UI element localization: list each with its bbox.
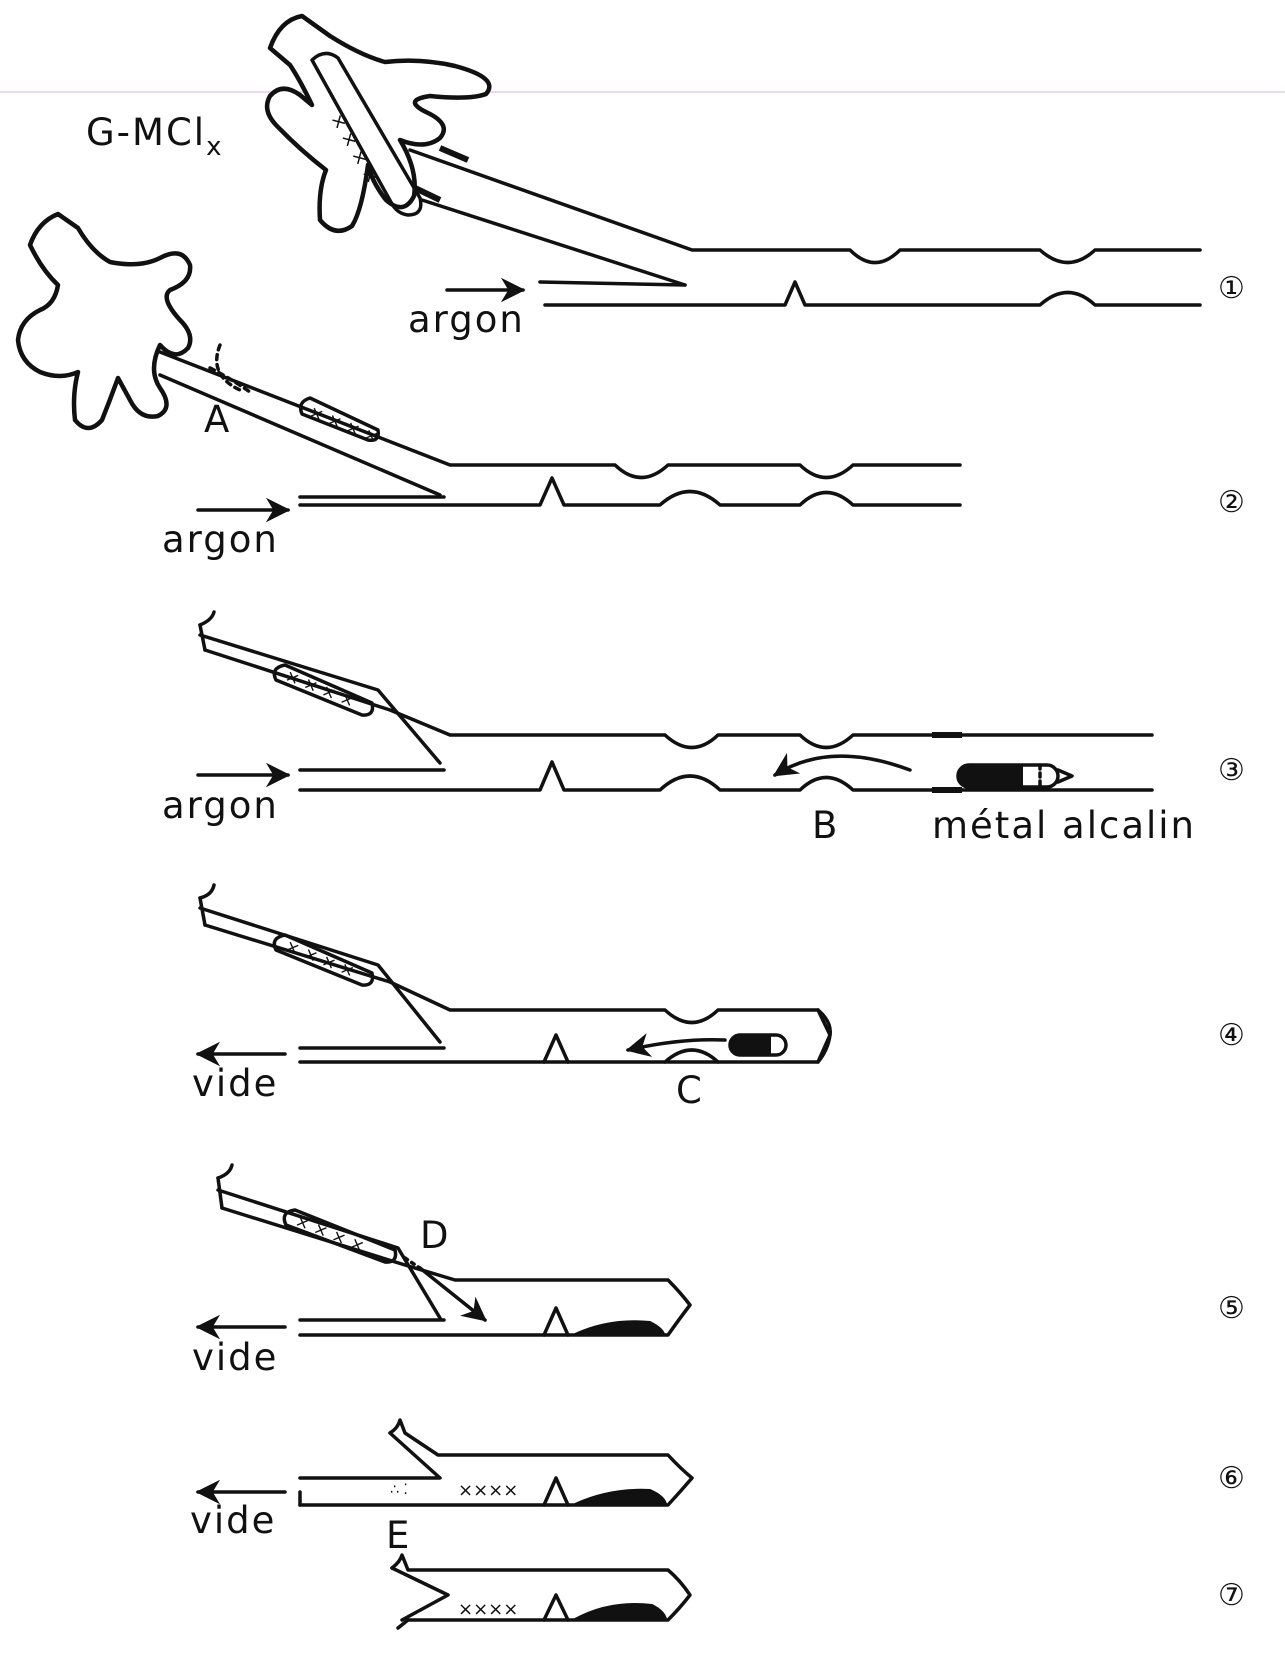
metal-label: métal alcalin [932, 804, 1196, 847]
svg-text:× × × ×: × × × × [292, 1211, 367, 1257]
label-E: E [386, 1514, 411, 1557]
step-number-7: ⑦ [1218, 1578, 1245, 1613]
label-D: D [420, 1214, 451, 1257]
vide-label-5: vide [192, 1336, 278, 1379]
transfer-arrow-C [628, 1040, 725, 1050]
step-3-setup: × × × × B métal alcalin argon ③ [162, 612, 1245, 847]
metal-residue-6 [575, 1490, 666, 1504]
step-5-setup: × × × × D vide ⑤ [192, 1165, 1245, 1379]
step-number-2: ② [1218, 485, 1245, 520]
step-number-4: ④ [1218, 1018, 1245, 1053]
step-6-setup: ×××× ∴ ⁚ vide E ⑥ [190, 1420, 1245, 1557]
argon-label-3: argon [162, 784, 279, 827]
argon-label-2: argon [162, 518, 279, 561]
step-4-setup: × × × × C vide ④ [192, 885, 1245, 1112]
vide-label-4: vide [192, 1062, 278, 1105]
metal-residue-5 [575, 1321, 664, 1334]
metal-residue-7 [575, 1604, 666, 1619]
argon-label-1: argon [408, 298, 525, 341]
cross-marks-7: ×××× [458, 1599, 518, 1620]
svg-text:∴ ⁚: ∴ ⁚ [390, 1482, 408, 1498]
label-C: C [676, 1069, 704, 1112]
step-number-5: ⑤ [1218, 1291, 1245, 1326]
cross-marks-6: ×××× [458, 1480, 518, 1501]
transfer-arrow-B [775, 756, 910, 775]
step-number-6: ⑥ [1218, 1461, 1245, 1496]
step-7-setup: ×××× ⑦ [392, 1555, 1245, 1628]
label-B: B [812, 804, 839, 847]
reagent-label: G-MClx [86, 111, 223, 162]
glove-2 [18, 214, 190, 428]
step-number-1: ① [1218, 271, 1245, 306]
label-A: A [204, 398, 231, 441]
transfer-arrow-D [420, 1268, 485, 1320]
step-number-3: ③ [1218, 753, 1245, 788]
step-1-setup: × × × × argon G-MClx ① [86, 16, 1245, 341]
vide-label-6: vide [190, 1499, 276, 1542]
svg-text:× × × ×: × × × × [282, 936, 357, 982]
